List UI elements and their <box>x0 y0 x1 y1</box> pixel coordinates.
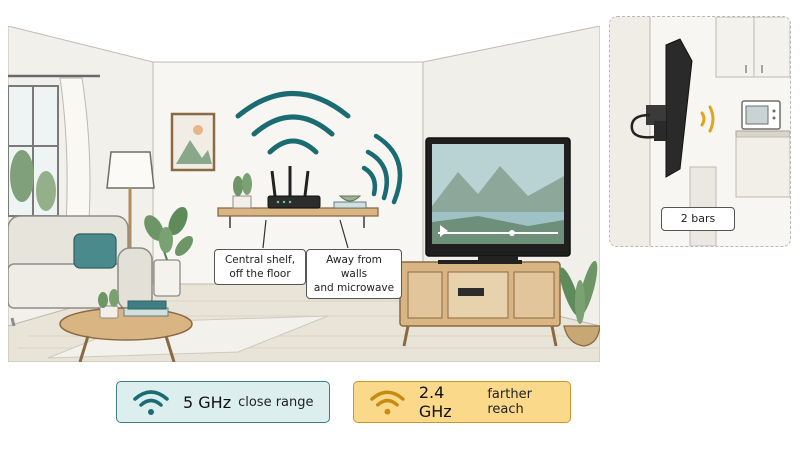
legend-5ghz-freq: 5 GHz <box>183 393 231 412</box>
callout-away-from-walls: Away from walls and microwave <box>306 249 402 299</box>
microwave-icon <box>742 101 780 129</box>
tv-icon <box>426 138 570 264</box>
legend-24ghz-desc: farther reach <box>487 387 570 417</box>
legend-5ghz-desc: close range <box>238 395 313 410</box>
callout-central-shelf: Central shelf, off the floor <box>214 249 306 285</box>
legend-24ghz-freq: 2.4 GHz <box>419 383 481 421</box>
signal-bars-label: 2 bars <box>661 207 735 231</box>
inset-wifi-waves <box>702 107 713 131</box>
legend-24ghz: 2.4 GHz farther reach <box>353 381 571 423</box>
wifi-5ghz-icon <box>131 387 171 417</box>
wall-picture <box>172 114 214 170</box>
living-room-scene <box>8 26 600 362</box>
wifi-24ghz-icon <box>368 387 407 417</box>
legend-5ghz: 5 GHz close range <box>116 381 330 423</box>
